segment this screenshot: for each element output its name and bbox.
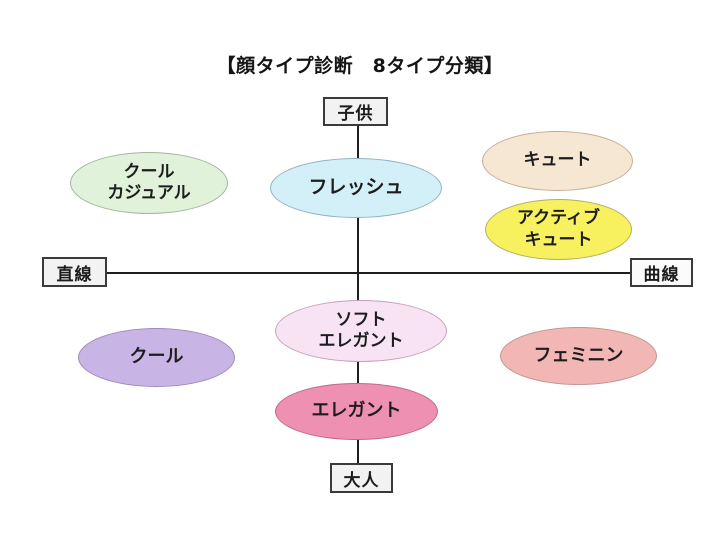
type-ellipse-feminine: フェミニン	[500, 327, 657, 385]
type-ellipse-cool: クール	[78, 328, 235, 387]
type-ellipse-active-cute: アクティブ キュート	[485, 199, 632, 260]
axis-label-curve-text: 曲線	[643, 265, 680, 285]
type-label-line: キュート	[523, 150, 592, 171]
page-title: 【顔タイプ診断 8タイプ分類】	[216, 55, 504, 77]
type-label-line: クール	[129, 346, 184, 368]
type-ellipse-elegant: エレガント	[275, 383, 438, 440]
type-label-line: キュート	[524, 229, 593, 250]
type-label-line: フレッシュ	[308, 176, 404, 199]
type-label-line: フェミニン	[533, 344, 624, 366]
axis-label-adult: 大人	[330, 463, 393, 493]
axis-label-child: 子供	[323, 97, 388, 126]
vertical-axis-line	[357, 126, 359, 463]
type-label-line: クール	[123, 161, 175, 182]
type-label-line: エレガント	[311, 400, 402, 422]
type-label-line: エレガント	[318, 331, 404, 351]
type-label-line: ソフト	[335, 309, 387, 330]
axis-label-adult-text: 大人	[343, 470, 380, 491]
axis-label-child-text: 子供	[337, 104, 374, 124]
horizontal-axis-line	[107, 272, 630, 274]
axis-label-straight-text: 直線	[56, 264, 93, 285]
type-ellipse-cool-casual: クール カジュアル	[70, 152, 228, 214]
axis-label-curve: 曲線	[630, 258, 693, 287]
type-ellipse-soft-elegant: ソフト エレガント	[275, 300, 447, 362]
type-ellipse-cute: キュート	[482, 131, 633, 191]
type-ellipse-fresh: フレッシュ	[270, 158, 442, 218]
type-label-line: アクティブ	[516, 208, 601, 229]
axis-label-straight: 直線	[42, 257, 107, 287]
type-label-line: カジュアル	[107, 183, 191, 203]
